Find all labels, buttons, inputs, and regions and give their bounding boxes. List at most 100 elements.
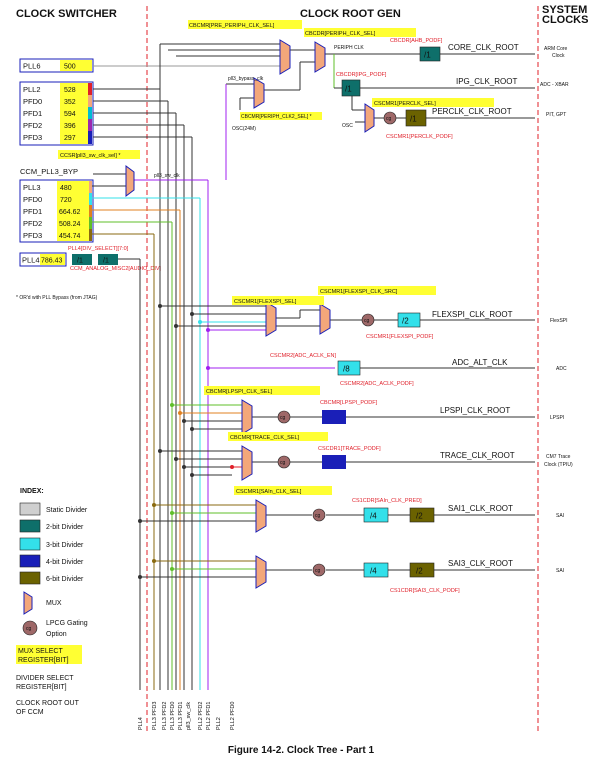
svg-text:CSCMR1[PERCLK_PODF]: CSCMR1[PERCLK_PODF] [386, 134, 453, 140]
svg-text:3-bit Divider: 3-bit Divider [46, 542, 84, 549]
svg-text:cg: cg [315, 568, 321, 574]
svg-text:CSCMR1[FLEXSPI_PODF]: CSCMR1[FLEXSPI_PODF] [366, 334, 434, 340]
svg-text:LPSPI: LPSPI [550, 415, 564, 421]
svg-text:CSCMR2[ADC_ACLK_EN]: CSCMR2[ADC_ACLK_EN] [270, 353, 336, 359]
svg-text:PLL2: PLL2 [216, 717, 222, 730]
svg-text:ADC: ADC [556, 366, 567, 372]
svg-text:PLL2: PLL2 [23, 85, 41, 94]
svg-text:PFD2: PFD2 [23, 219, 42, 228]
svg-text:ARM Core: ARM Core [544, 46, 568, 52]
svg-text:/2: /2 [402, 317, 409, 326]
svg-text:594: 594 [64, 111, 76, 118]
svg-text:FLEXSPI_CLK_ROOT: FLEXSPI_CLK_ROOT [432, 310, 513, 319]
svg-text:CORE_CLK_ROOT: CORE_CLK_ROOT [448, 43, 519, 52]
svg-text:PLL4: PLL4 [138, 717, 144, 730]
svg-text:CBCMR[LPSPI_CLK_SEL]: CBCMR[LPSPI_CLK_SEL] [206, 389, 272, 395]
svg-text:PERIPH CLK: PERIPH CLK [334, 45, 364, 51]
svg-text:/4: /4 [370, 567, 377, 576]
svg-text:PLL3 PFD1: PLL3 PFD1 [178, 702, 184, 730]
svg-text:CBCMR[PERIPH_CLK2_SEL] *: CBCMR[PERIPH_CLK2_SEL] * [241, 114, 312, 120]
svg-text:LPCG Gating: LPCG Gating [46, 620, 88, 627]
svg-text:cg: cg [315, 513, 321, 519]
ccsr-reg-bg [58, 150, 140, 159]
svg-text:CCM_ANALOG_MISC2[AUDIO_DIV]: CCM_ANALOG_MISC2[AUDIO_DIV] [70, 266, 162, 272]
footnote: * OR'd with PLL Bypass (from JTAG) [16, 295, 98, 301]
svg-text:/1: /1 [410, 115, 417, 124]
svg-text:/1: /1 [345, 85, 352, 94]
header-clock-switcher: CLOCK SWITCHER [16, 8, 117, 20]
mux-layer [125, 39, 375, 589]
system-clocks: ARM Core Clock ADC - XBAR PIT, GPT FlexS… [540, 46, 573, 574]
mux-periph-clk2 [253, 77, 265, 109]
svg-text:/1: /1 [77, 258, 83, 265]
svg-text:/1: /1 [103, 258, 109, 265]
svg-text:PFD0: PFD0 [23, 195, 42, 204]
svg-text:Clock: Clock [552, 53, 565, 59]
cg-perclk: cg [383, 111, 397, 125]
divider-adc: /8 [337, 360, 361, 376]
svg-text:/2: /2 [416, 512, 423, 521]
divider-core: /1 [419, 46, 441, 62]
svg-text:PFD1: PFD1 [23, 109, 42, 118]
register-labels: CBCMR[PRE_PERIPH_CLK_SEL] CBCDR[PERIPH_C… [154, 20, 494, 594]
svg-text:528: 528 [64, 87, 76, 94]
svg-text:786.43: 786.43 [41, 258, 63, 265]
pll6-block: PLL6 500 [19, 58, 94, 73]
svg-text:TRACE_CLK_ROOT: TRACE_CLK_ROOT [440, 451, 515, 460]
svg-text:MUX: MUX [46, 600, 62, 607]
ccsr-reg: CCSR[pll3_sw_clk_sel] * [60, 153, 121, 159]
svg-text:OF CCM: OF CCM [16, 709, 44, 716]
divider-flexspi: /2 [397, 312, 421, 328]
svg-text:PIT, GPT: PIT, GPT [546, 112, 566, 118]
svg-text:OSC(24M): OSC(24M) [232, 126, 256, 132]
svg-text:SAI3_CLK_ROOT: SAI3_CLK_ROOT [448, 559, 513, 568]
svg-text:cg: cg [26, 626, 32, 632]
svg-text:/4: /4 [370, 512, 377, 521]
svg-text:ADC_ALT_CLK: ADC_ALT_CLK [452, 358, 508, 367]
mux-perclk [364, 103, 375, 133]
svg-text:CLOCK ROOT OUT: CLOCK ROOT OUT [16, 700, 80, 707]
svg-text:480: 480 [60, 185, 72, 192]
svg-text:CBCMR[TRACE_CLK_SEL]: CBCMR[TRACE_CLK_SEL] [230, 435, 300, 441]
svg-text:PFD1: PFD1 [23, 207, 42, 216]
svg-text:cg: cg [386, 116, 392, 122]
divider-perclk: /1 [405, 109, 427, 127]
svg-text:MUX SELECT: MUX SELECT [18, 648, 63, 655]
svg-text:2-bit Divider: 2-bit Divider [46, 524, 84, 531]
svg-text:/1: /1 [424, 51, 431, 60]
mux-pll3-sw [125, 165, 135, 197]
divider-sai3-pred: /4 [363, 562, 389, 578]
header-system: SYSTEM [542, 4, 587, 16]
svg-text:PLL3 PFD2: PLL3 PFD2 [162, 702, 168, 730]
svg-text:pll3_sw_clk: pll3_sw_clk [154, 173, 180, 179]
divider-sai1-podf: /2 [409, 507, 435, 523]
svg-text:OSC: OSC [342, 123, 353, 129]
svg-text:cg: cg [280, 460, 286, 466]
svg-text:cg: cg [364, 318, 370, 324]
svg-text:CBCDR[AHB_PODF]: CBCDR[AHB_PODF] [390, 38, 443, 44]
mux-periph [314, 41, 326, 73]
index-legend: INDEX: Static Divider 2-bit Divider 3-bi… [16, 488, 88, 716]
svg-text:CSCMR2[ADC_ACLK_PODF]: CSCMR2[ADC_ACLK_PODF] [340, 381, 414, 387]
svg-text:PFD2: PFD2 [23, 121, 42, 130]
svg-text:DIVIDER SELECT: DIVIDER SELECT [16, 675, 74, 682]
pll2-group: PLL2 PFD0 PFD1 PFD2 PFD3 528 352 594 396… [19, 81, 94, 146]
svg-text:4-bit Divider: 4-bit Divider [46, 559, 84, 566]
svg-text:Static Divider: Static Divider [46, 507, 88, 514]
svg-text:PLL6: PLL6 [23, 62, 41, 71]
ccm-pll3-byp: CCM_PLL3_BYP [20, 167, 78, 176]
svg-text:cg: cg [280, 415, 286, 421]
svg-text:CSCMR1[FLEXSPI_CLK_SRC]: CSCMR1[FLEXSPI_CLK_SRC] [320, 289, 398, 295]
divider-lpspi [322, 410, 346, 424]
svg-text:REGISTER[BIT]: REGISTER[BIT] [16, 684, 67, 691]
svg-text:PFD3: PFD3 [23, 231, 42, 240]
svg-text:IPG_CLK_ROOT: IPG_CLK_ROOT [456, 77, 517, 86]
svg-text:SAI1_CLK_ROOT: SAI1_CLK_ROOT [448, 504, 513, 513]
svg-text:pll3_bypass_clk: pll3_bypass_clk [228, 76, 264, 82]
svg-text:INDEX:: INDEX: [20, 488, 44, 495]
svg-text:pll3_sw_clk: pll3_sw_clk [186, 702, 192, 730]
mux-flexspi-sel [265, 301, 277, 337]
svg-text:PLL4: PLL4 [22, 256, 40, 265]
divider-ipg: /1 [341, 79, 361, 97]
